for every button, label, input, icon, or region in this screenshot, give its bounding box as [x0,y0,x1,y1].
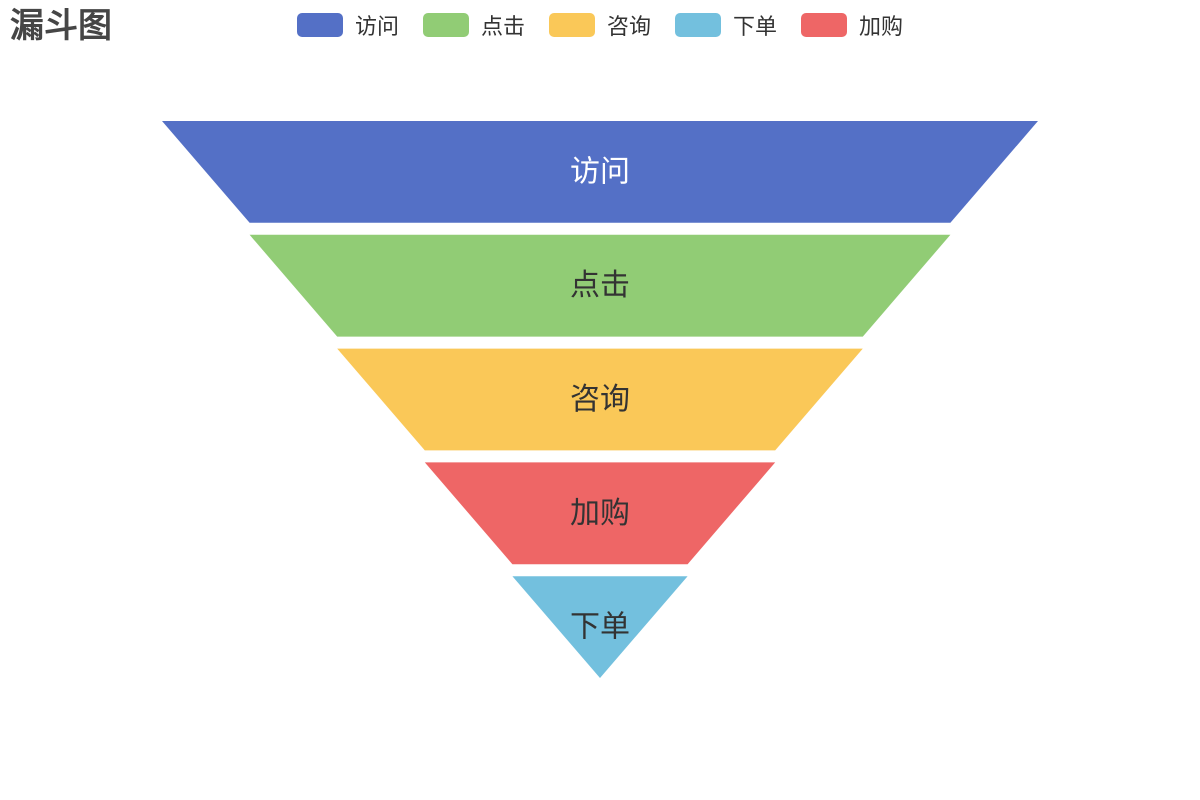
legend-item[interactable]: 下单 [675,9,777,41]
funnel-segment[interactable] [337,348,863,451]
legend-swatch [675,13,721,37]
funnel-segment-label: 下单 [570,610,630,645]
legend-item[interactable]: 访问 [296,9,399,41]
legend-label: 点击 [480,15,525,40]
funnel-segment[interactable] [162,121,1038,223]
legend-item[interactable]: 点击 [422,9,525,41]
legend-label: 咨询 [606,15,651,40]
legend-swatch [296,13,343,37]
legend-swatch [548,13,595,37]
chart-title: 漏斗图 [10,6,112,46]
legend-swatch [422,13,469,37]
legend-label: 加购 [859,15,904,40]
funnel-segment-label: 访问 [570,154,630,189]
legend-item[interactable]: 咨询 [548,9,651,41]
funnel-segment-label: 咨询 [570,382,630,417]
legend-label: 下单 [733,15,778,40]
funnel-segment-label: 点击 [570,268,630,303]
legend: 访问 点击 咨询 下单 加购 [0,10,1200,40]
funnel-segment[interactable] [249,234,951,337]
funnel-segment[interactable] [424,462,776,565]
funnel-segment-label: 加购 [570,496,630,531]
legend-label: 访问 [354,15,399,40]
legend-swatch [801,13,848,37]
funnel-segment[interactable] [512,576,688,678]
legend-item[interactable]: 加购 [801,9,903,41]
